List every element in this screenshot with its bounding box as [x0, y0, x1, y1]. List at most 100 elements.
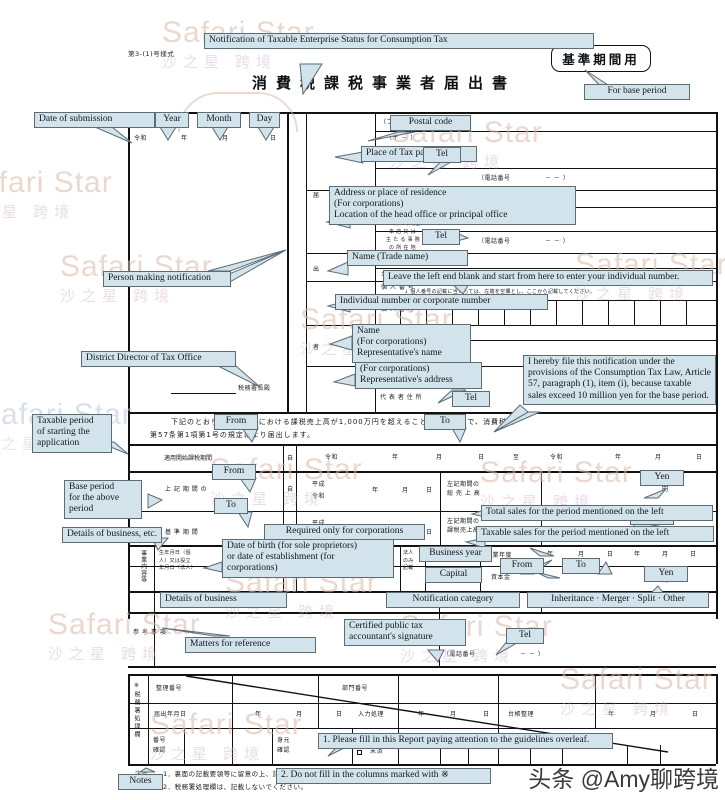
tel-jp-2: （電話番号: [478, 238, 511, 245]
label-bangou-kakunin: 番号 確認: [153, 737, 167, 754]
label-tsuki-7: 月: [296, 711, 303, 718]
label-heisei-2: 平成: [312, 521, 325, 527]
callout-notification-category: Notification category: [386, 592, 520, 609]
callout-total-sales: Total sales for the period mentioned on …: [481, 505, 713, 522]
num-cell-div: [634, 300, 635, 325]
num-cell-div: [530, 300, 531, 325]
label-jiki-to-1: 至: [513, 454, 520, 461]
row-line-e: [128, 566, 716, 567]
label-tsuki-6: 月: [662, 551, 669, 558]
label-tsuki-8: 月: [450, 711, 457, 718]
label-tsuki-top: 月: [222, 135, 229, 142]
callout-notes: Notes: [118, 774, 163, 791]
address-underline: [375, 231, 716, 232]
checkbox-mizumi[interactable]: [357, 750, 362, 755]
office-right: [716, 674, 718, 764]
label-tsuki-5: 月: [578, 551, 585, 558]
label-kazei-uriage: 左記期間の 課税売上高: [447, 518, 480, 534]
callout-inheritance-merger: Inheritance · Merger · Split · Other: [527, 592, 709, 609]
postal-mark: （〒 － ）: [386, 135, 417, 142]
label-nen-7: 年: [255, 711, 262, 718]
label-hi-3: 日: [426, 487, 433, 494]
tel-jp-4: （電話番号: [443, 651, 476, 658]
num-cell-div: [686, 300, 687, 325]
label-seinengappi: 生年月日（個 人）又は設立 年月日（法人）: [159, 550, 197, 571]
callout-date-of-birth: Date of birth (for sole proprietors) or …: [222, 539, 394, 578]
intro-line-2: 第57条第1項第1号の規定により届出します。: [150, 431, 315, 439]
callout-yen-1: Yen: [640, 470, 684, 487]
office-left: [128, 674, 130, 764]
office-col-9: [440, 745, 441, 764]
note-jp-1: 1．裏面の記載要領等に留意の上、記載してください。: [163, 770, 336, 778]
label-tsuki-1: 月: [436, 454, 443, 461]
tel-jp-1: （電話番号: [478, 175, 511, 182]
label-jigyou-nendo: 事業年度: [486, 552, 513, 559]
office-col-7: [272, 728, 273, 764]
furigana-line-4: [375, 340, 716, 341]
callout-tel-4: Tel: [506, 628, 544, 645]
callout-from-3: From: [500, 558, 544, 575]
callout-individual-or-corporate-number: Individual number or corporate number: [335, 294, 548, 311]
num-cell-div: [452, 300, 453, 325]
callout-details-of-business: Details of business: [160, 592, 287, 609]
divider-left-block: [287, 112, 289, 412]
office-col-14: [660, 745, 661, 764]
label-reiwa-1: 令和: [325, 454, 339, 461]
callout-capital: Capital: [425, 567, 482, 584]
callout-base-period: Base period for the above period: [64, 480, 142, 519]
callout-note-1: 1. Please fill in this Report paying att…: [318, 733, 613, 750]
furigana-line-3: [375, 268, 716, 269]
label-shutaru: 主 た る 事 務 所: [386, 237, 428, 243]
num-cell-div: [582, 300, 583, 325]
office-col-6: [184, 728, 185, 764]
office-col-1: [232, 674, 233, 764]
lower-div-2: [296, 444, 297, 591]
callout-required-corporations: Required only for corporations: [264, 524, 425, 541]
row-sep-4: [306, 325, 716, 326]
callout-month: Month: [197, 112, 241, 129]
form-border-top: [128, 112, 716, 114]
callout-person-making-notification: Person making notification: [103, 271, 231, 288]
label-shozaichi: の 所 在 地: [389, 245, 416, 251]
label-shihonkin: 資本金: [491, 574, 511, 581]
label-zeimusho-chou: 税務署長殿: [238, 385, 271, 392]
tel-dashes-2: － － ）: [545, 238, 570, 245]
callout-for-base-period: For base period: [584, 84, 690, 101]
office-mid-1: [128, 703, 716, 704]
base-period-stamp: 基準期間用: [551, 45, 651, 72]
lower-div-7: [154, 545, 155, 591]
label-mizumi: 未済: [370, 748, 384, 755]
lower-div-10: [154, 591, 155, 612]
callout-day: Day: [249, 112, 280, 129]
lower-div-1: [283, 444, 284, 591]
callout-details-business-etc: Details of business, etc.: [62, 527, 162, 544]
number-entry-note: ↓ 個人番号の記載に当たっては、左端を空欄とし、ここから記載してください。: [404, 289, 596, 295]
label-hi-9: 日: [692, 711, 699, 718]
label-sanko-jikou: 参 考 事 項: [133, 629, 167, 636]
label-nen-1: 年: [392, 454, 399, 461]
office-top: [128, 674, 716, 676]
office-col-2: [318, 674, 319, 728]
callout-district-director: District Director of Tax Office: [81, 351, 236, 368]
row-line-a: [128, 444, 716, 446]
callout-from-1: From: [214, 414, 258, 431]
num-cell-div: [504, 300, 505, 325]
callout-representatives-address: (For corporations) Representative's addr…: [355, 362, 482, 390]
num-cell-div: [478, 300, 479, 325]
callout-tel-1: Tel: [423, 147, 461, 164]
callout-to-2: To: [214, 498, 248, 515]
document-title-jp: 消費税課税事業者届出書: [252, 74, 517, 92]
callout-year: Year: [155, 112, 189, 129]
office-col-10: [468, 745, 469, 764]
label-nen-2: 年: [615, 454, 622, 461]
divider-todokedesha-strip: [306, 112, 307, 412]
callout-title-en: Notification of Taxable Enterprise Statu…: [204, 33, 594, 50]
label-reiwa-3: 令和: [312, 493, 326, 500]
label-tsuki-9: 月: [650, 711, 657, 718]
row-line-c: [128, 511, 716, 512]
label-nen-8: 年: [418, 711, 425, 718]
label-de: 出: [313, 266, 320, 273]
num-cell-div: [660, 300, 661, 325]
label-todoke: 届: [313, 192, 320, 199]
form-border-left: [128, 112, 130, 412]
